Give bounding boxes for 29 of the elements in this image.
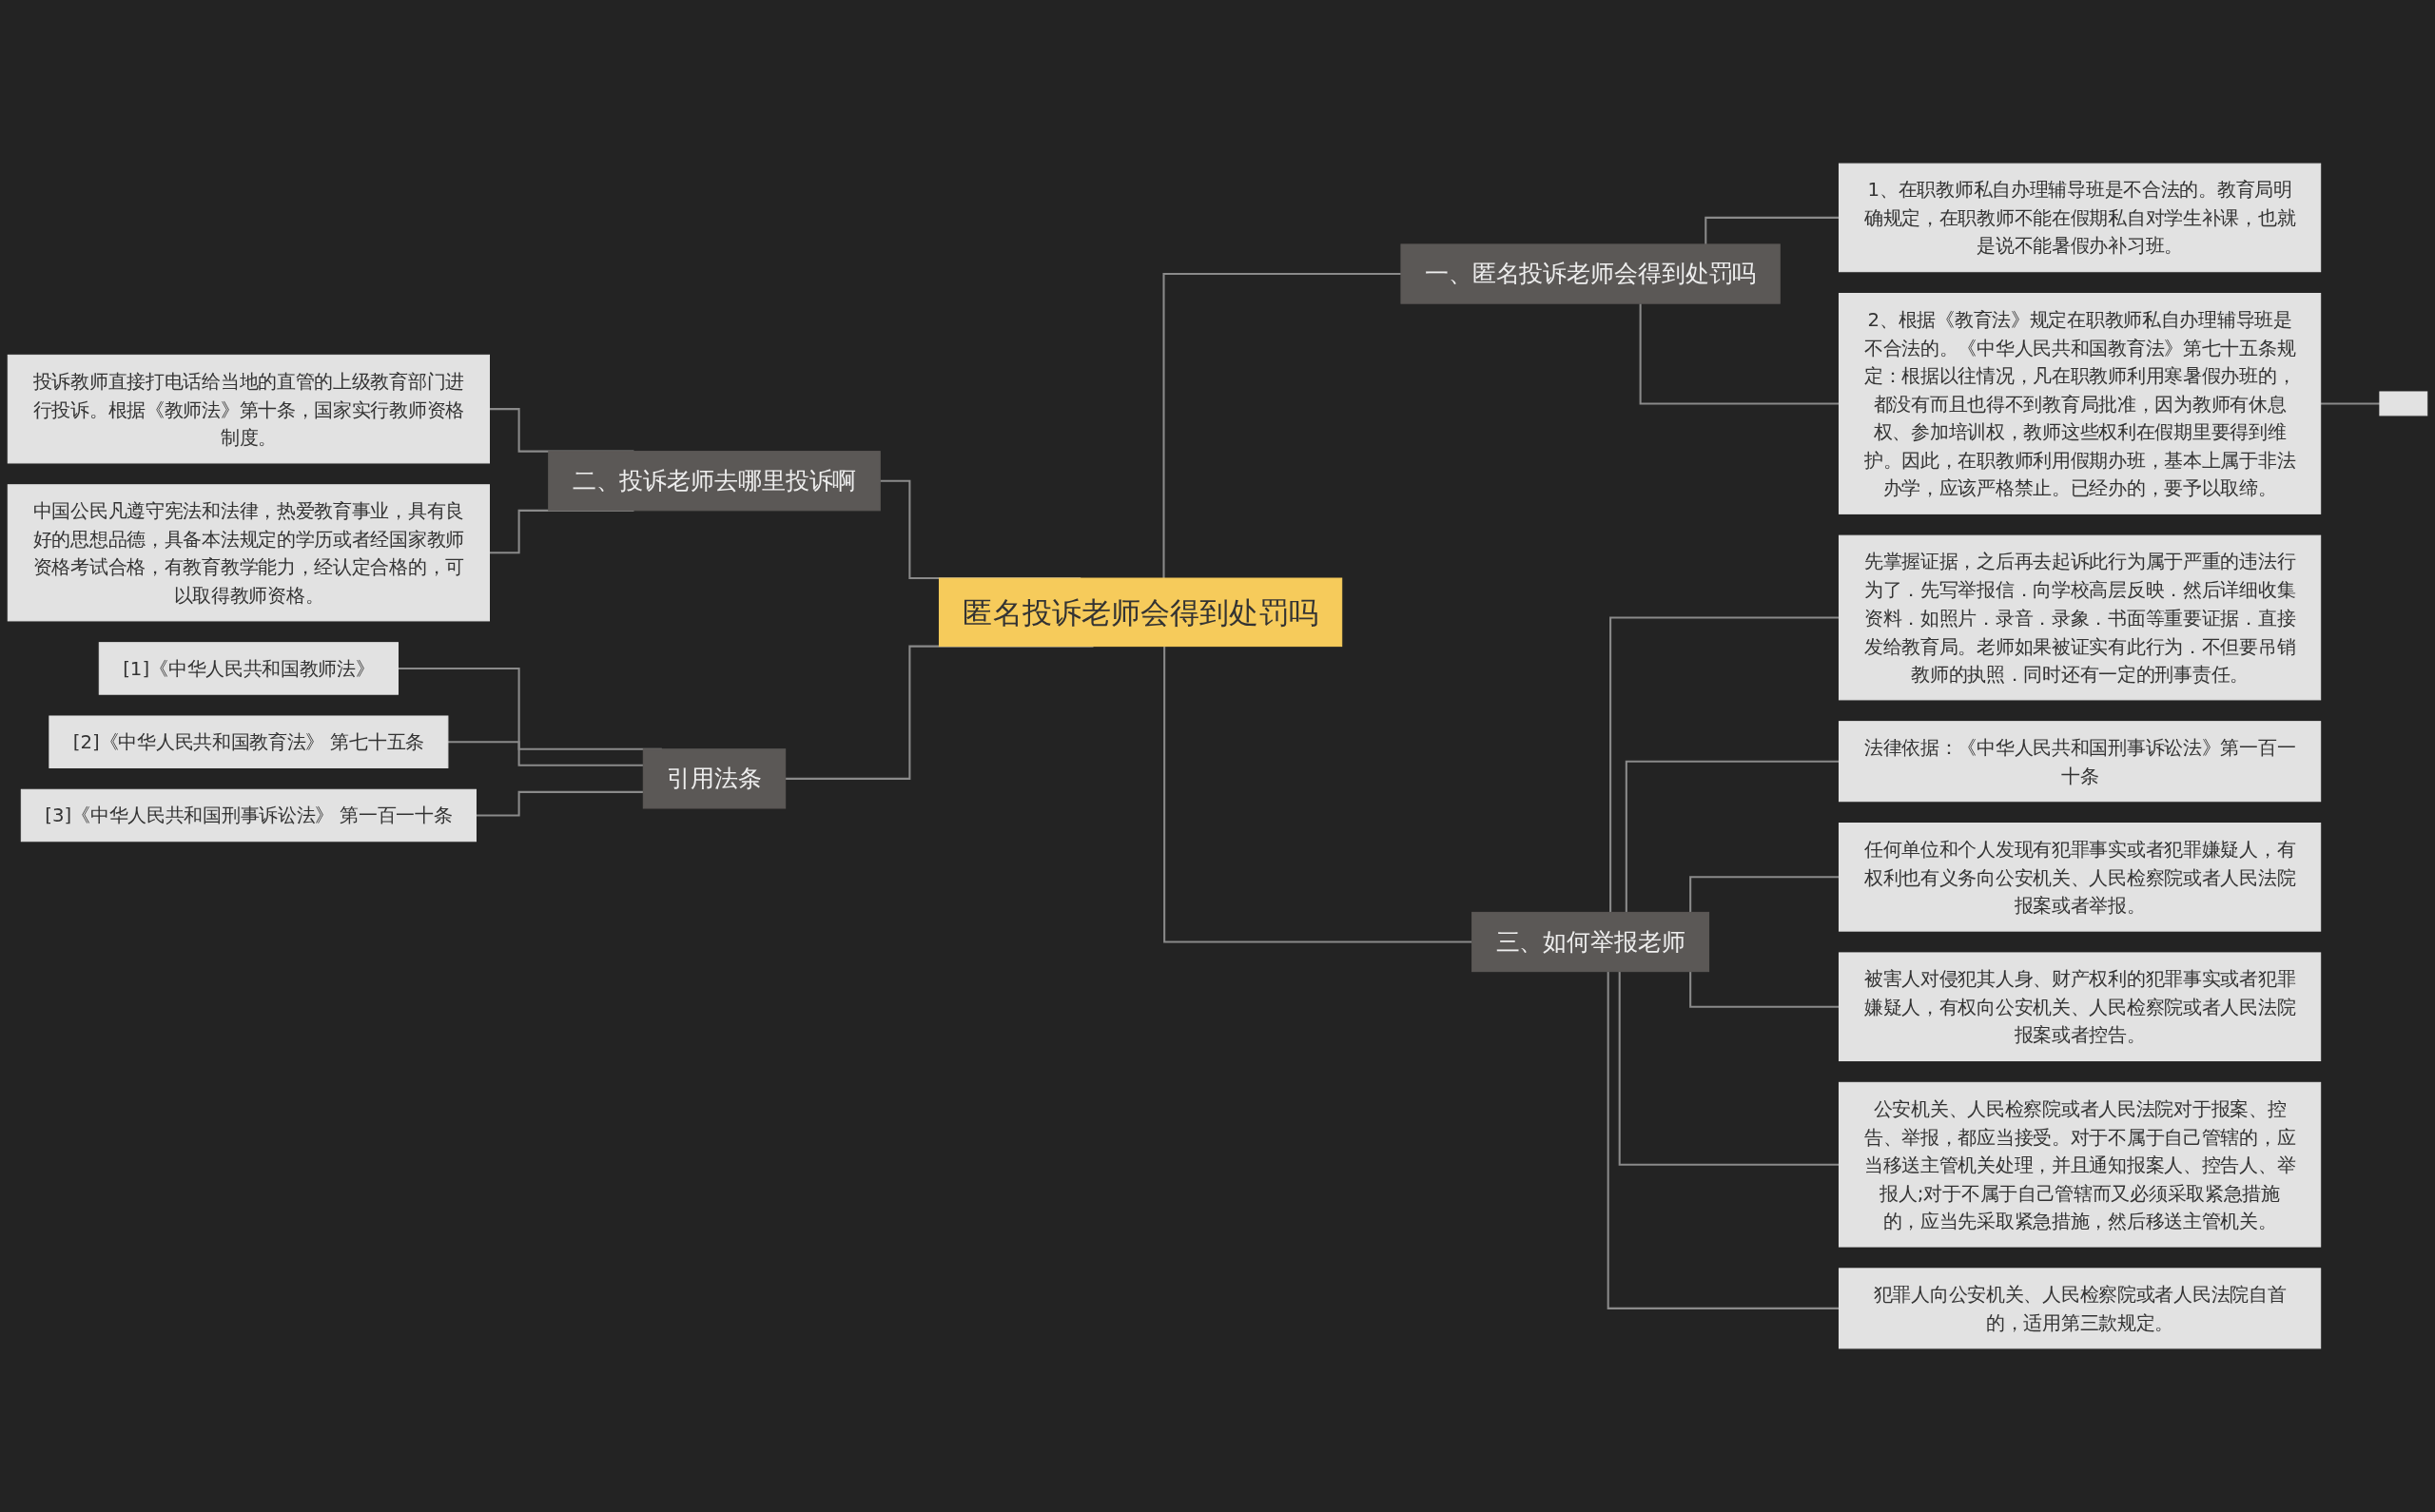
connector <box>1163 646 1472 943</box>
connector <box>1625 760 1840 913</box>
node-box: 中国公民凡遵守宪法和法律，热爱教育事业，具有良好的思想品德，具备本法规定的学历或者经国家教师资格考试合格，有教育教学能力，经认定合格的，可以取得教师资格。 <box>7 484 490 622</box>
node-box: 匿名投诉老师会得到处罚吗 <box>938 577 1343 648</box>
connector <box>1618 971 1840 1166</box>
node-box: 犯罪人向公安机关、人民检察院或者人民法院自首的，适用第三款规定。 <box>1838 1268 2322 1349</box>
node-box: 1、在职教师私自办理辅导班是不合法的。教育局明确规定，在职教师不能在假期私自对学生补课，也就是说不能暑假办补习班。 <box>1838 163 2322 273</box>
node-box: 一、匿名投诉老师会得到处罚吗 <box>1400 243 1781 304</box>
connector <box>1704 216 1840 244</box>
connector <box>1639 303 1840 405</box>
node-box <box>2379 391 2428 417</box>
node-box: 法律依据：《中华人民共和国刑事诉讼法》第一百一十条 <box>1838 721 2322 803</box>
connector <box>1607 971 1840 1309</box>
node-box: 被害人对侵犯其人身、财产权利的犯罪事实或者犯罪嫌疑人，有权向公安机关、人民检察院或者人民法院报案或者控告。 <box>1838 952 2322 1062</box>
connector <box>1162 273 1401 579</box>
node-box: [1]《中华人民共和国教师法》 <box>98 642 399 695</box>
connector <box>1689 876 1840 913</box>
node-box: 任何单位和个人发现有犯罪事实或者犯罪嫌疑人，有权利也有义务向公安机关、人民检察院或者人民法院报案或者举报。 <box>1838 823 2322 932</box>
node-box: [2]《中华人民共和国教育法》 第七十五条 <box>49 715 449 768</box>
connector <box>1609 616 1840 913</box>
node-box: 2、根据《教育法》规定在职教师私自办理辅导班是不合法的。《中华人民共和国教育法》第七十五条规定：根据以往情况，凡在职教师利用寒暑假办班的，都没有而且也得不到教育局批准，因为教师有休息权、参加培训权，教师这些权利在假期里要得到维护。因此，在职教师利用假期办班，基本上属于非法办学，应该严格禁止。已经办的，要予以取缔。 <box>1838 293 2322 514</box>
connector <box>1689 971 1840 1008</box>
node-box: [3]《中华人民共和国刑事诉讼法》 第一百一十条 <box>20 788 477 843</box>
node-box: 投诉教师直接打电话给当地的直管的上级教育部门进行投诉。根据《教师法》第十条，国家实行教师资格制度。 <box>7 354 490 464</box>
node-box: 先掌握证据，之后再去起诉此行为属于严重的违法行为了．先写举报信．向学校高层反映．然后详细收集资料．如照片．录音．录象．书面等重要证据．直接发给教育局。老师如果被证实有此行为．不但要吊销教师的执照．同时还有一定的刑事责任。 <box>1838 534 2322 701</box>
node-box: 二、投诉老师去哪里投诉啊 <box>548 451 881 512</box>
node-box: 三、如何举报老师 <box>1471 911 1710 973</box>
node-box: 引用法条 <box>642 748 787 809</box>
node-box: 公安机关、人民检察院或者人民法院对于报案、控告、举报，都应当接受。对于不属于自己管辖的，应当移送主管机关处理，并且通知报案人、控告人、举报人;对于不属于自己管辖而又必须采取紧急措施的，应当先采取紧急措施，然后移送主管机关。 <box>1838 1081 2322 1248</box>
